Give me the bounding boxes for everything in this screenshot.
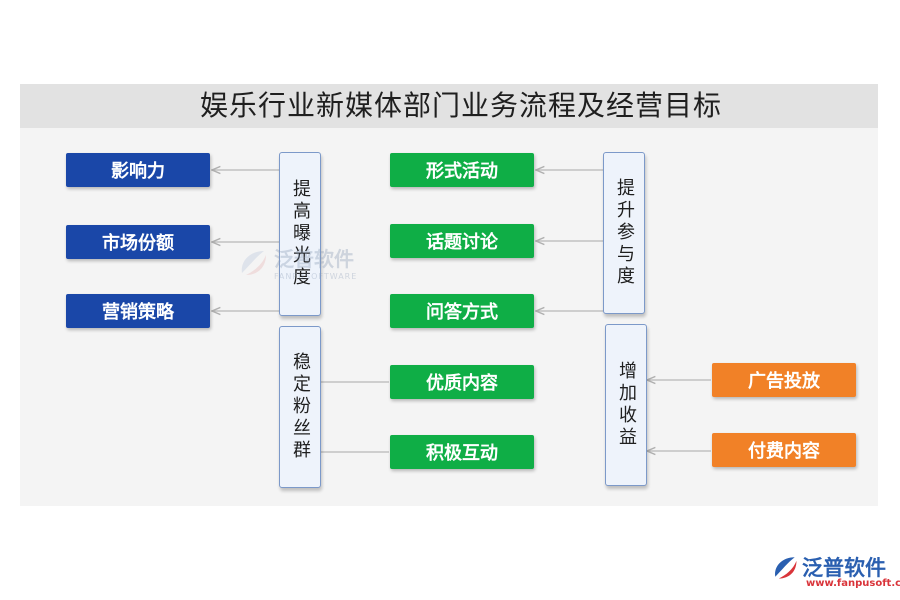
goal-revenue-label: 增加收益 <box>616 361 637 449</box>
output-influence: 影响力 <box>66 153 210 187</box>
goal-engagement-label: 提升参与度 <box>614 178 635 288</box>
brand-url: www.fanpusoft.com <box>806 578 900 589</box>
input-paid-content: 付费内容 <box>712 433 856 467</box>
input-ads: 广告投放 <box>712 363 856 397</box>
goal-fans: 稳定粉丝群 <box>279 326 321 488</box>
goal-exposure: 提高曝光度 <box>279 152 321 316</box>
item-format-activity: 形式活动 <box>390 153 534 187</box>
brand-logo: 泛普软件 <box>770 552 886 582</box>
goal-engagement: 提升参与度 <box>603 152 645 314</box>
output-market-share: 市场份额 <box>66 225 210 259</box>
watermark-text: 泛普软件 <box>274 247 354 271</box>
title-bar <box>20 84 878 128</box>
brand-logo-text: 泛普软件 <box>802 556 886 580</box>
item-qa-method: 问答方式 <box>390 294 534 328</box>
output-marketing-strategy: 营销策略 <box>66 294 210 328</box>
watermark: 泛普软件 FANPUSOFTWARE <box>236 243 357 281</box>
brand-logo-icon <box>775 557 797 579</box>
item-active-interaction: 积极互动 <box>390 435 534 469</box>
goal-revenue: 增加收益 <box>605 324 647 486</box>
goal-exposure-label: 提高曝光度 <box>290 179 311 289</box>
watermark-logo-icon <box>241 251 266 275</box>
item-topic-discussion: 话题讨论 <box>390 224 534 258</box>
item-quality-content: 优质内容 <box>390 365 534 399</box>
goal-fans-label: 稳定粉丝群 <box>290 352 311 462</box>
watermark-sub: FANPUSOFTWARE <box>274 272 358 281</box>
diagram-title: 娱乐行业新媒体部门业务流程及经营目标 <box>200 89 723 122</box>
